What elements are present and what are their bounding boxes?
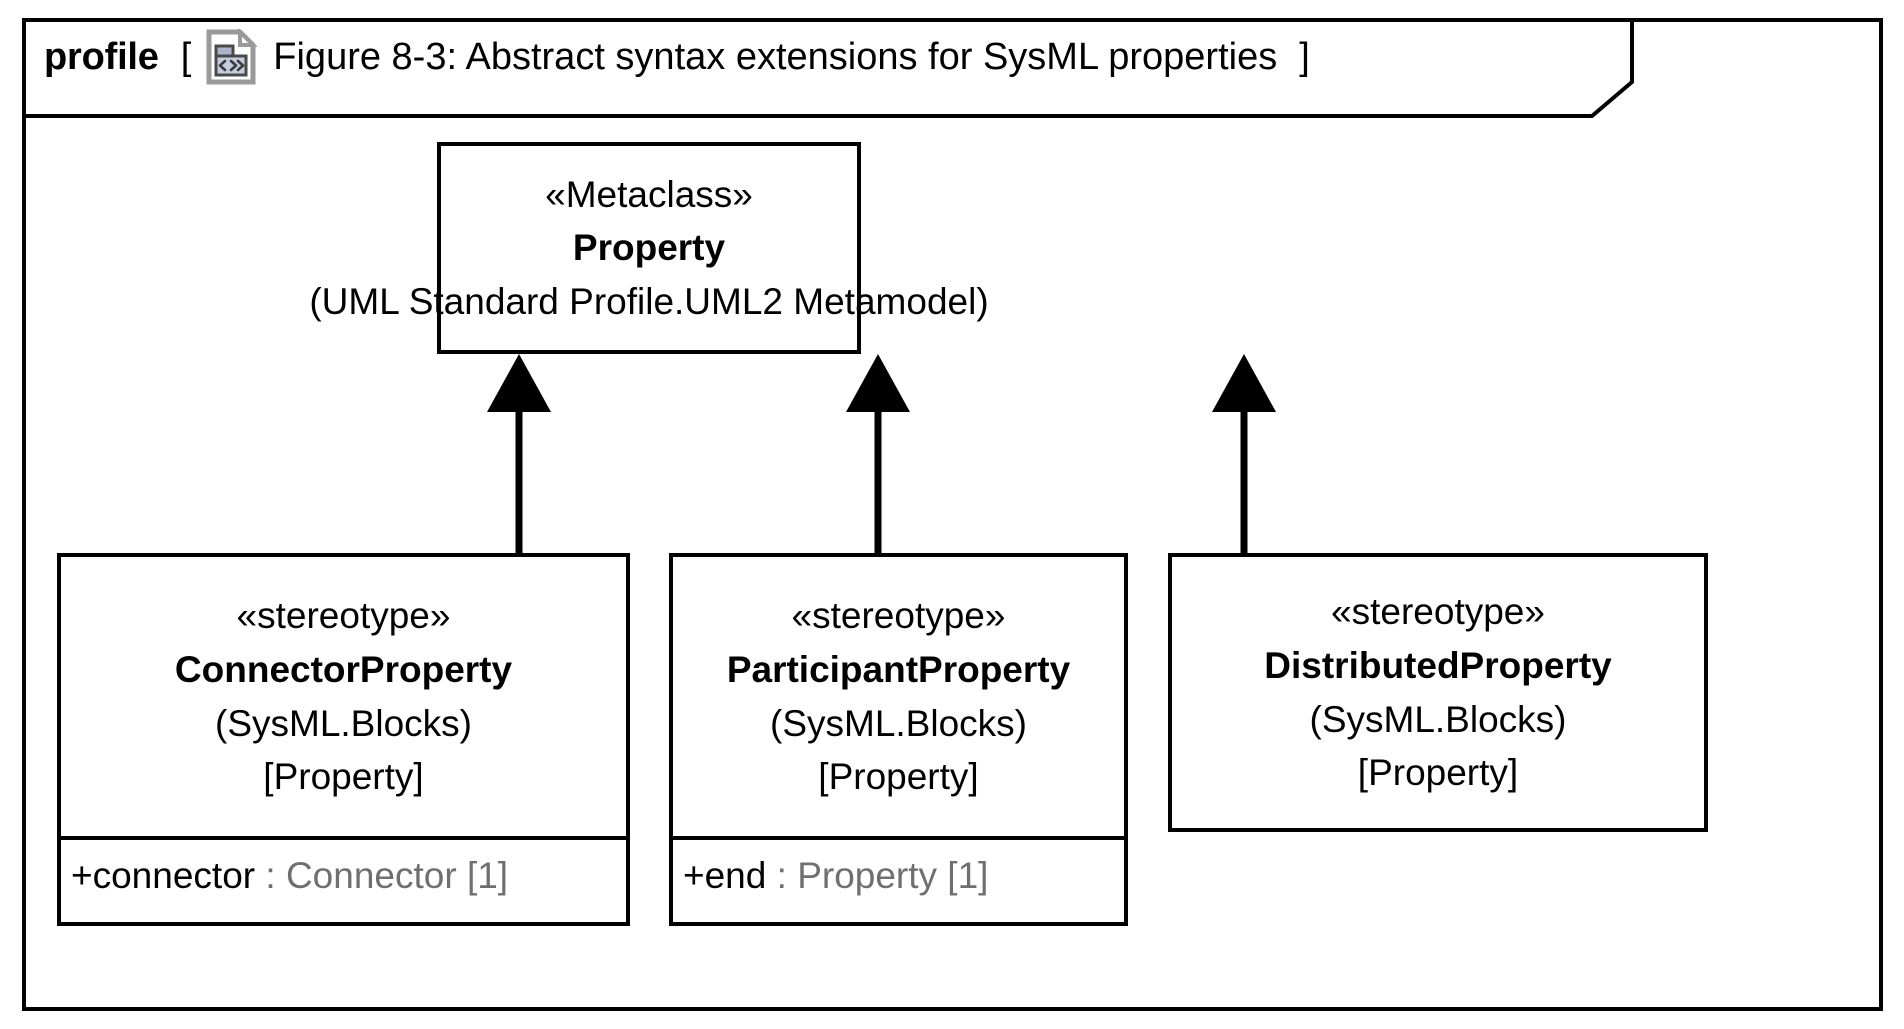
- frame-title: Figure 8-3: Abstract syntax extensions f…: [273, 35, 1278, 78]
- bracket-open: [: [180, 35, 192, 78]
- qualifier-label: (SysML.Blocks): [215, 702, 472, 744]
- bracket-close: ]: [1299, 35, 1310, 78]
- qualifier-label: (SysML.Blocks): [1309, 698, 1567, 740]
- attribute-type: Property [1]: [797, 855, 989, 896]
- class-name: DistributedProperty: [1264, 644, 1612, 686]
- base-metaclass-label: [Property]: [818, 756, 979, 798]
- diagram-document-icon: [205, 29, 258, 85]
- name-compartment: «stereotype» ParticipantProperty (SysML.…: [673, 557, 1124, 836]
- attribute-type: Connector [1]: [285, 855, 509, 896]
- attribute-row: +end : Property [1]: [683, 850, 988, 902]
- frame-header-tab: [22, 18, 1634, 118]
- base-metaclass-label: [Property]: [263, 756, 424, 798]
- name-compartment: «stereotype» DistributedProperty (SysML.…: [1172, 557, 1704, 828]
- stereotype-label: «stereotype»: [236, 595, 451, 637]
- class-box-property[interactable]: «Metaclass» Property (UML Standard Profi…: [309, 142, 989, 354]
- stereotype-label: «stereotype»: [791, 595, 1006, 637]
- name-compartment: «stereotype» ConnectorProperty (SysML.Bl…: [61, 557, 626, 836]
- class-name: Property: [572, 227, 726, 269]
- attribute-compartment: +connector : Connector [1]: [61, 836, 626, 930]
- attribute-row: +connector : Connector [1]: [71, 850, 508, 902]
- frame-keyword: profile: [44, 35, 159, 78]
- attribute-name: +end: [683, 855, 767, 896]
- class-name: ParticipantProperty: [726, 648, 1071, 690]
- qualifier-label: (SysML.Blocks): [770, 702, 1027, 744]
- base-metaclass-label: [Property]: [1357, 752, 1519, 794]
- attribute-compartment: +end : Property [1]: [673, 836, 1124, 930]
- class-name: ConnectorProperty: [174, 648, 513, 690]
- frame-header-content: profile [ Figure 8-3: Abstract syntax ex…: [44, 24, 1310, 90]
- attribute-separator: :: [255, 855, 286, 896]
- class-box-connectorproperty[interactable]: «stereotype» ConnectorProperty (SysML.Bl…: [57, 553, 630, 926]
- name-compartment: «Metaclass» Property (UML Standard Profi…: [309, 146, 988, 350]
- attribute-separator: :: [766, 855, 798, 896]
- qualifier-label: (UML Standard Profile.UML2 Metamodel): [309, 280, 989, 322]
- class-box-distributedproperty[interactable]: «stereotype» DistributedProperty (SysML.…: [1168, 553, 1708, 832]
- class-box-participantproperty[interactable]: «stereotype» ParticipantProperty (SysML.…: [669, 553, 1128, 926]
- attribute-name: +connector: [71, 855, 256, 896]
- stereotype-label: «Metaclass»: [545, 173, 753, 215]
- stereotype-label: «stereotype»: [1331, 591, 1545, 633]
